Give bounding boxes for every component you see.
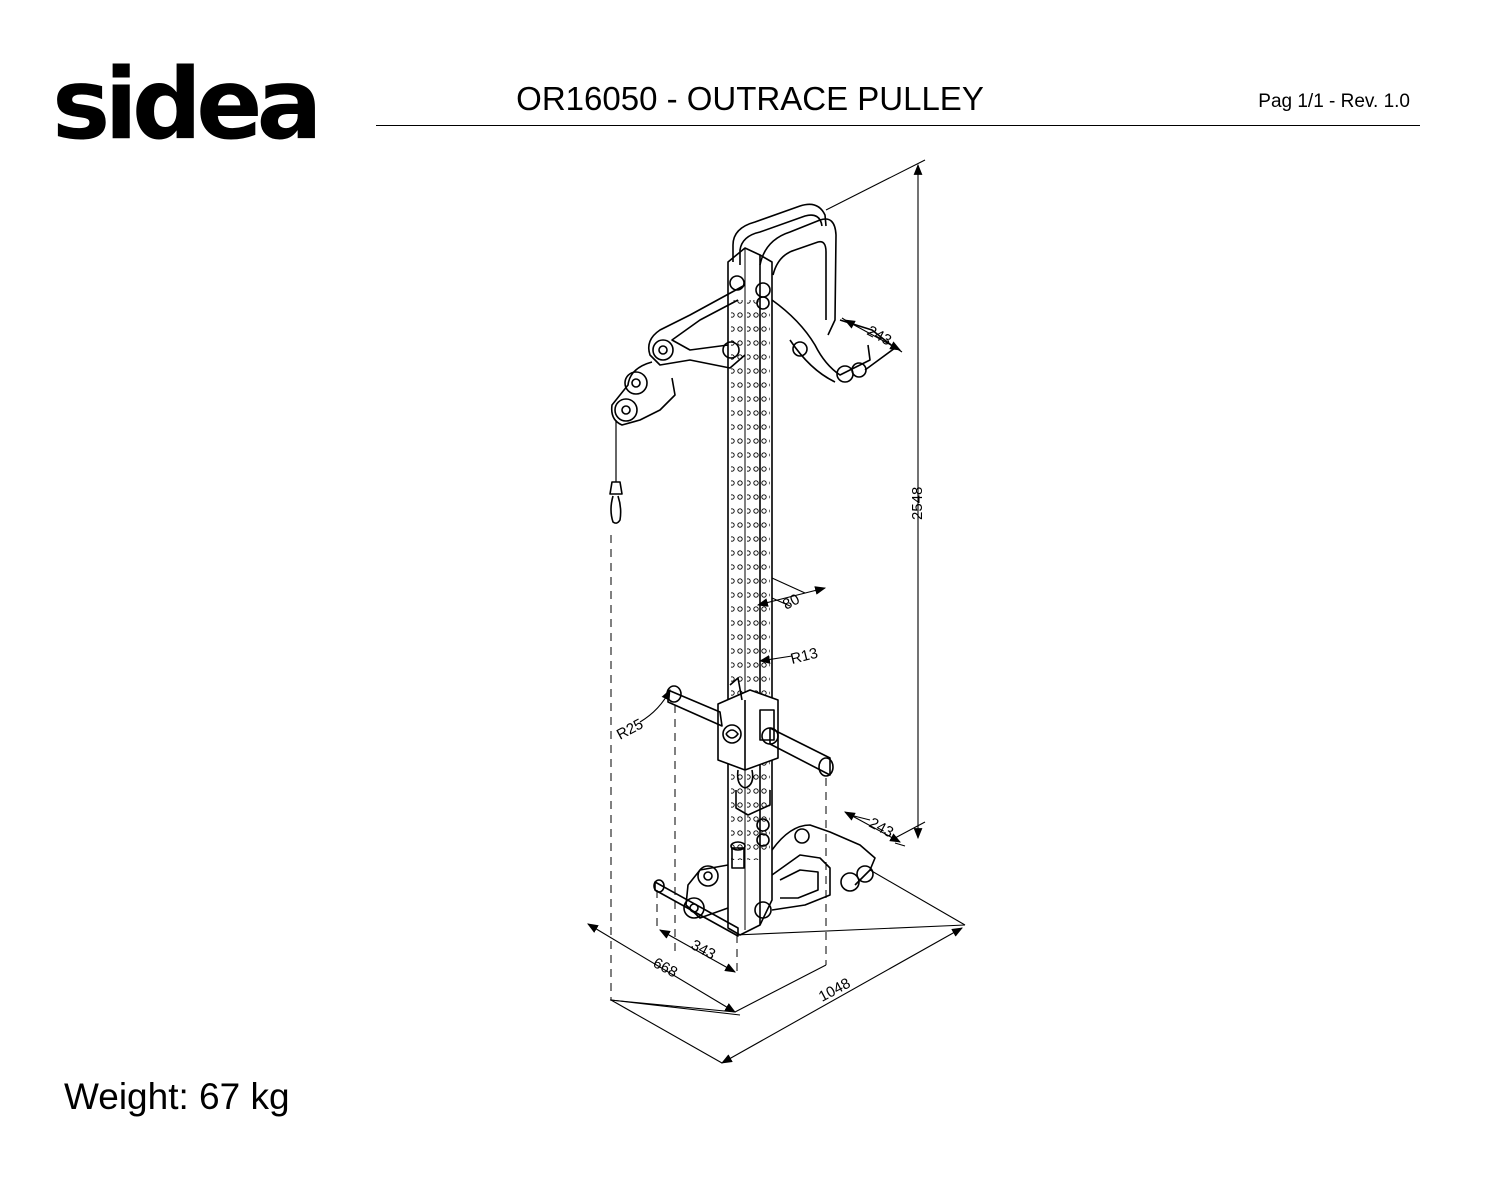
dimension-base-width — [587, 923, 741, 1016]
upright-column — [727, 247, 773, 936]
label-total-width: 1048 — [816, 975, 853, 1006]
dimension-top-arm — [841, 317, 903, 353]
bottom-frame — [754, 818, 876, 919]
page-revision-info: Pag 1/1 - Rev. 1.0 — [1258, 91, 1410, 112]
label-height: 2548 — [909, 487, 926, 520]
carriage — [717, 677, 779, 816]
label-inner-width: 343 — [688, 937, 718, 964]
page-title: OR16050 - OUTRACE PULLEY — [516, 80, 984, 117]
sidea-logo: sidea — [52, 48, 323, 162]
pulley-cable — [609, 420, 623, 524]
dimension-bottom-arm — [844, 811, 906, 847]
top-frame — [732, 203, 896, 383]
dimension-hole-spacing — [756, 577, 827, 607]
right-handle-bar — [761, 727, 834, 777]
dimension-hole-radius-leader — [758, 655, 793, 664]
label-hole-spacing: 80 — [780, 591, 803, 614]
weight-label: Weight: 67 kg — [64, 1076, 290, 1117]
top-pulley-arm — [610, 275, 746, 426]
label-hole-radius: R13 — [789, 645, 820, 668]
dimension-handle-radius-leader — [639, 689, 671, 723]
label-handle-radius: R25 — [614, 716, 646, 744]
label-base-width: 668 — [650, 955, 680, 982]
header-rule — [376, 125, 1420, 126]
dimension-total-width — [610, 869, 966, 1064]
